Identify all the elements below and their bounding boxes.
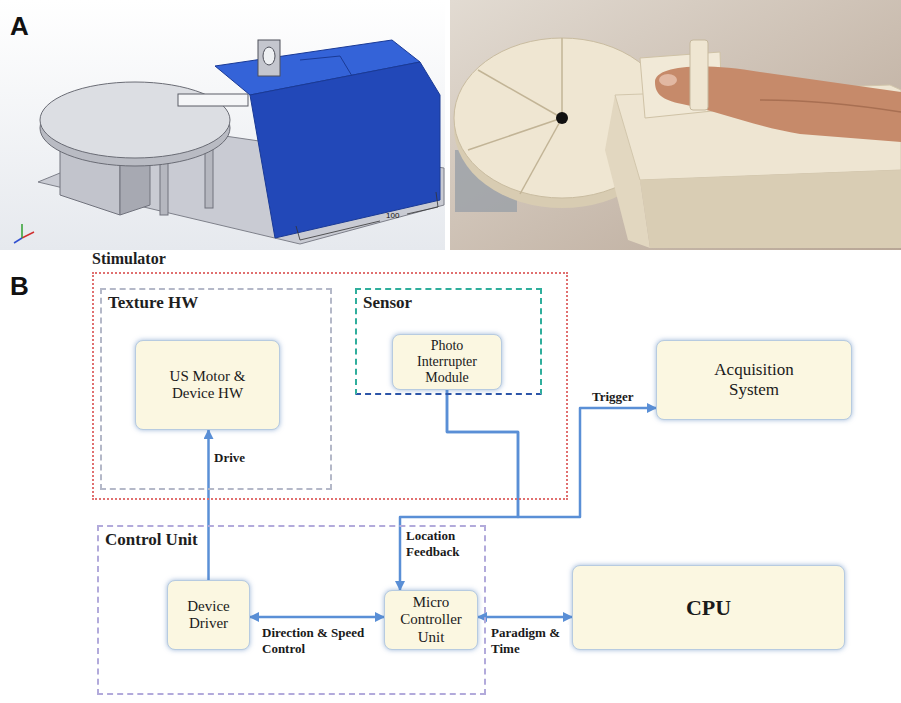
- stimulator-group: StimulatorTexture HWUS Motor & Device HW…: [92, 272, 568, 500]
- finger-hole: [263, 47, 275, 65]
- finger-holder: [258, 40, 280, 76]
- edge-label: Drive: [214, 450, 245, 466]
- process-box: Micro Controller Unit: [384, 590, 478, 650]
- box-text: Acquisition System: [699, 360, 809, 399]
- dimension-line: [407, 207, 438, 214]
- process-box: US Motor & Device HW: [135, 340, 280, 430]
- blue-cover-front: [250, 62, 440, 238]
- connector-arrow: [478, 616, 572, 619]
- axis-y: [21, 224, 23, 238]
- edge-label: Paradigm & Time: [491, 625, 569, 656]
- cad-background: [0, 0, 445, 250]
- disc-segment-line: [561, 38, 563, 118]
- disc-segment-line: [520, 118, 562, 194]
- dimension-value: 100: [386, 212, 399, 221]
- group-heading: Stimulator: [92, 250, 166, 268]
- group-heading: Texture HW: [108, 293, 198, 313]
- axis-x: [22, 232, 34, 238]
- process-box: CPU: [572, 565, 845, 650]
- edge-label: Direction & Speed Control: [262, 625, 368, 656]
- device-photo: [450, 0, 901, 250]
- box-text: CPU: [649, 595, 769, 620]
- process-box: Acquisition System: [656, 340, 852, 420]
- group-heading: Sensor: [363, 293, 412, 313]
- group-heading: Control Unit: [105, 530, 198, 550]
- process-box: Device Driver: [167, 580, 250, 650]
- finger-strap: [690, 40, 708, 110]
- connector-arrow: [207, 430, 210, 580]
- panel-letter: A: [10, 12, 29, 41]
- housing-front: [640, 170, 901, 248]
- box-text: US Motor & Device HW: [158, 368, 258, 403]
- finger-crease: [760, 100, 901, 112]
- disc-segment-line: [468, 118, 562, 150]
- connector-arrow: [447, 390, 656, 517]
- disc-slot: [178, 94, 248, 106]
- edge-label: Trigger: [592, 389, 634, 405]
- box-text: Micro Controller Unit: [395, 594, 467, 646]
- extension-line: [436, 192, 438, 207]
- box-text: Photo Interrupter Module: [407, 338, 487, 386]
- fingernail: [659, 74, 677, 86]
- sensor-group: SensorPhoto Interrupter Module: [355, 288, 542, 395]
- process-box: Photo Interrupter Module: [392, 334, 502, 390]
- dimension-line: [300, 221, 380, 240]
- cad-drawing: [0, 0, 445, 250]
- box-text: Device Driver: [179, 598, 239, 633]
- texture-disc: [40, 82, 230, 158]
- disc-segment-line: [478, 70, 562, 118]
- panel-letter: B: [10, 272, 29, 301]
- cover-edge-line: [300, 56, 352, 76]
- extension-line: [296, 226, 300, 240]
- axis-z: [14, 238, 22, 243]
- connector-arrow: [250, 616, 384, 619]
- connector-arrow: [400, 390, 518, 590]
- disc-center: [556, 112, 568, 124]
- edge-label: Location Feedback: [406, 528, 480, 559]
- photo-background: [450, 0, 901, 250]
